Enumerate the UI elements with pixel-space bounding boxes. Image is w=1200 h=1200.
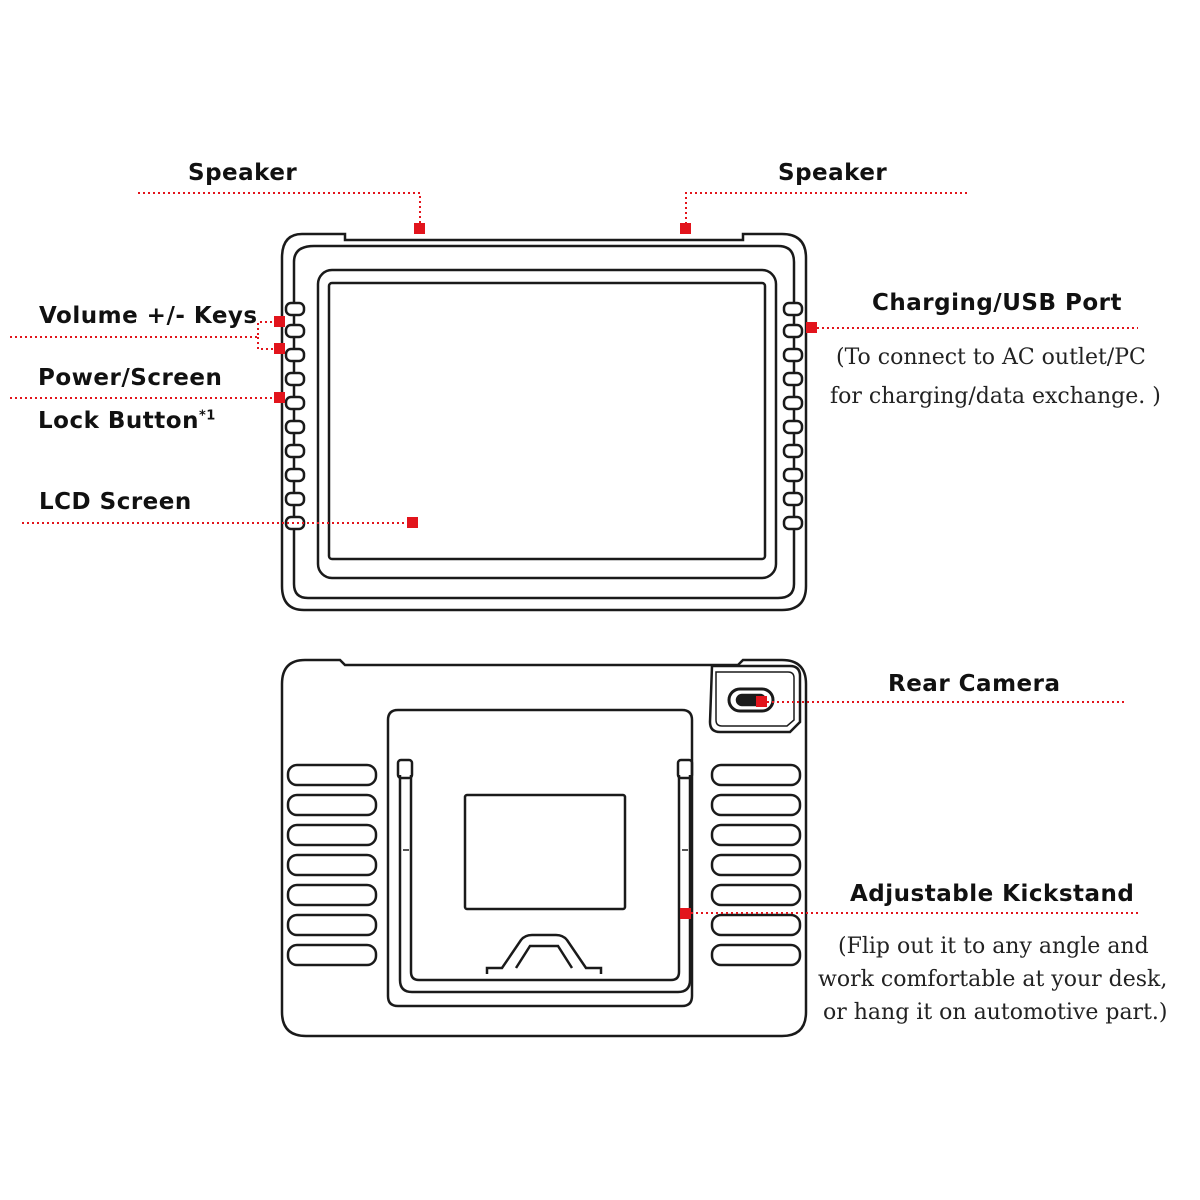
desc-kickstand-line1: (Flip out it to any angle and <box>838 934 1149 959</box>
label-power-footnote: *1 <box>198 408 216 424</box>
label-rear-camera: Rear Camera <box>888 671 1061 697</box>
back-grip-ribs <box>286 763 802 967</box>
kickstand-panel <box>386 708 694 1008</box>
label-volume-keys: Volume +/- Keys <box>39 303 258 329</box>
label-power-line1: Power/Screen <box>38 365 223 391</box>
back-view <box>280 658 808 1038</box>
back-label-plate <box>463 793 627 911</box>
marker-charging-port <box>806 322 817 333</box>
leader-speaker-left <box>138 192 421 228</box>
kickstand-frame <box>398 775 692 994</box>
back-case-outer <box>280 658 808 1038</box>
label-kickstand: Adjustable Kickstand <box>850 881 1135 907</box>
marker-speaker-right <box>680 223 691 234</box>
desc-charging-line1: (To connect to AC outlet/PC <box>836 345 1146 370</box>
rear-camera-icon <box>727 687 775 713</box>
kickstand-hinge <box>485 933 603 974</box>
callout-markers <box>274 223 817 919</box>
camera-module <box>708 664 802 734</box>
leader-volume-keys <box>10 321 278 350</box>
front-case-inner <box>292 244 796 600</box>
front-case-outer <box>280 232 808 612</box>
label-speaker-left: Speaker <box>188 160 298 186</box>
marker-power-button <box>274 392 285 403</box>
label-speaker-right: Speaker <box>778 160 888 186</box>
callout-leaders <box>10 192 1138 914</box>
label-power-text: Lock Button <box>38 408 199 434</box>
lcd-frame <box>316 268 778 580</box>
marker-volume-up <box>274 316 285 327</box>
front-grip-ribs <box>284 301 804 531</box>
front-view <box>280 232 808 612</box>
desc-charging-line2: for charging/data exchange. ) <box>830 384 1161 409</box>
marker-speaker-left <box>414 223 425 234</box>
marker-lcd-screen <box>407 517 418 528</box>
lcd-screen <box>327 281 767 561</box>
marker-rear-camera <box>756 696 767 707</box>
label-charging-port: Charging/USB Port <box>872 290 1122 316</box>
leader-speaker-right <box>685 192 967 228</box>
label-power-line2: Lock Button*1 <box>38 408 216 434</box>
label-lcd-screen: LCD Screen <box>39 489 192 515</box>
marker-volume-down <box>274 343 285 354</box>
marker-kickstand <box>680 908 691 919</box>
desc-kickstand-line2: work comfortable at your desk, <box>818 967 1168 992</box>
desc-kickstand-line3: or hang it on automotive part.) <box>823 1000 1168 1025</box>
